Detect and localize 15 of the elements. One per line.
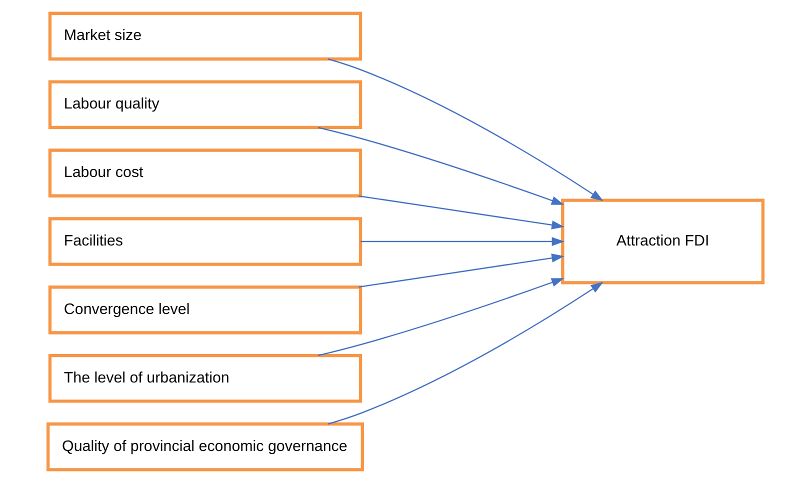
arrow [358,254,564,288]
arrow [360,237,564,246]
arrow [317,278,564,356]
node-box: The level of urbanization [48,354,362,403]
arrow [327,58,603,202]
node-box: Convergence level [48,286,362,334]
node-box: Market size [48,12,362,61]
node-box: Labour quality [48,80,362,129]
node-box: Facilities [48,217,362,266]
node-box: Labour cost [48,148,362,198]
arrow [358,195,564,230]
node-box: Attraction FDI [560,198,764,284]
arrow [327,282,603,425]
node-box: Quality of provincial economic governance [46,422,364,472]
arrow [317,126,564,205]
